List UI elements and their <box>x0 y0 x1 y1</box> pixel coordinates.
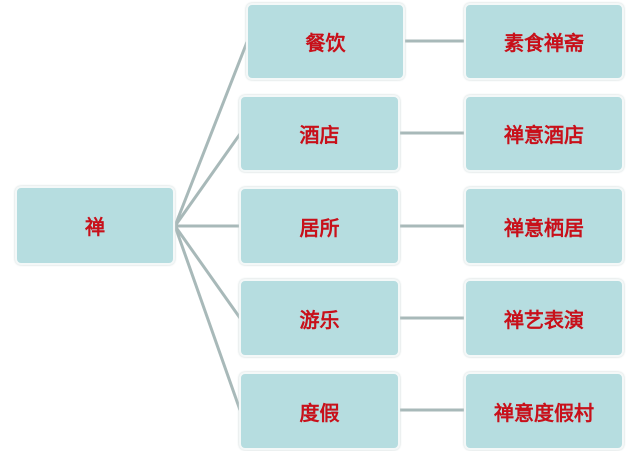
detail-node-dining: 素食禅斋 <box>464 3 624 80</box>
category-node-dining: 餐饮 <box>246 3 405 80</box>
connector-root-to-recreation <box>173 225 242 319</box>
detail-label: 素食禅斋 <box>504 31 584 55</box>
detail-label: 禅意度假村 <box>494 400 594 425</box>
category-node-recreation: 游乐 <box>239 279 400 357</box>
category-label: 度假 <box>299 400 340 425</box>
root-node: 禅 <box>15 186 175 265</box>
detail-node-hotel: 禅意酒店 <box>464 95 624 172</box>
category-label: 酒店 <box>299 123 340 147</box>
connector-root-to-hotel <box>173 133 242 227</box>
category-node-residence: 居所 <box>239 187 400 265</box>
category-label: 居所 <box>299 215 340 240</box>
category-label: 游乐 <box>299 307 340 332</box>
detail-node-vacation: 禅意度假村 <box>464 372 624 450</box>
category-label: 餐饮 <box>305 31 346 55</box>
connector-root-to-dining <box>173 41 249 227</box>
detail-label: 禅艺表演 <box>504 307 584 332</box>
connector-root-to-vacation <box>173 225 242 411</box>
root-label: 禅 <box>85 215 105 239</box>
detail-node-recreation: 禅艺表演 <box>464 279 624 357</box>
detail-label: 禅意栖居 <box>504 215 584 240</box>
detail-node-residence: 禅意栖居 <box>464 187 624 265</box>
category-node-vacation: 度假 <box>239 372 400 450</box>
detail-label: 禅意酒店 <box>504 123 584 147</box>
category-node-hotel: 酒店 <box>239 95 400 172</box>
